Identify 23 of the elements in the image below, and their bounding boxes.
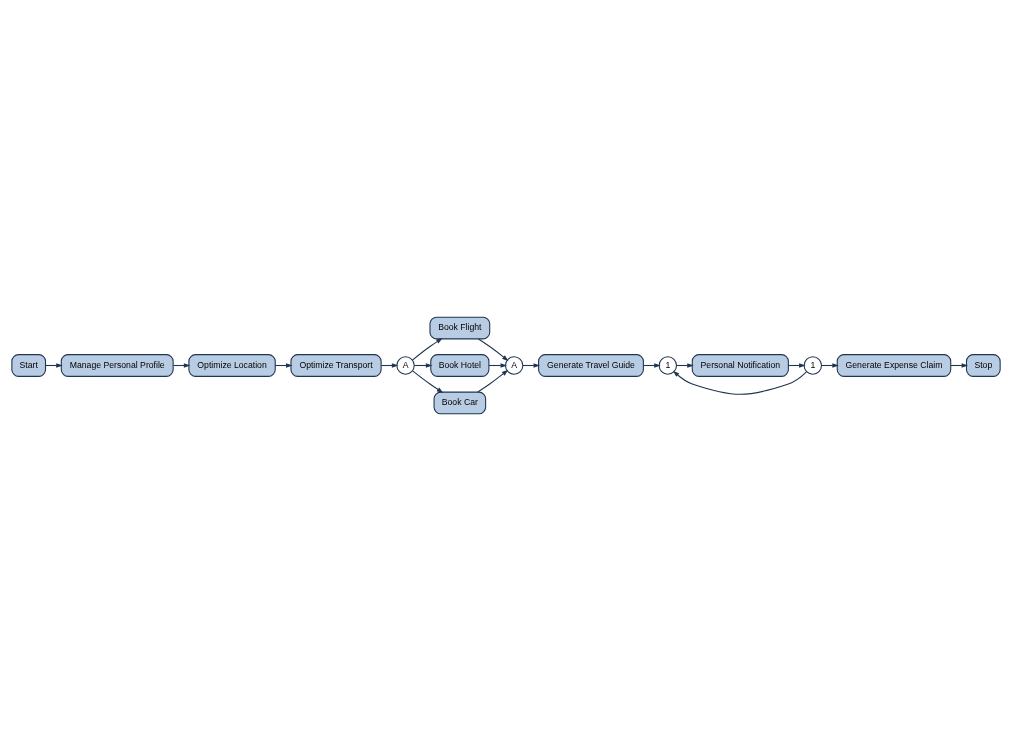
node-box: Generate Travel Guide	[538, 354, 644, 377]
arrow	[787, 363, 806, 368]
arrow	[172, 363, 191, 368]
node-box: Generate Expense Claim	[836, 354, 952, 377]
node-circle: 1	[803, 356, 823, 375]
arrow	[411, 338, 443, 361]
arrow	[380, 363, 399, 368]
node-box: Book Hotel	[430, 354, 490, 377]
node-box: Book Car	[433, 391, 487, 415]
node-box: Start	[11, 354, 47, 377]
arrow	[274, 363, 293, 368]
node-box: Optimize Location	[188, 354, 276, 377]
arrow	[413, 363, 433, 368]
node-box: Stop	[965, 354, 1001, 377]
node-box: Book Flight	[429, 316, 491, 340]
node-box: Personal Notification	[691, 354, 789, 377]
node-box: Manage Personal Profile	[60, 354, 174, 377]
arrow	[477, 369, 509, 393]
node-box: Optimize Transport	[290, 354, 382, 377]
arrow	[412, 370, 444, 393]
node-circle: A	[396, 356, 415, 375]
arrow	[477, 338, 509, 362]
arrow	[672, 370, 807, 395]
